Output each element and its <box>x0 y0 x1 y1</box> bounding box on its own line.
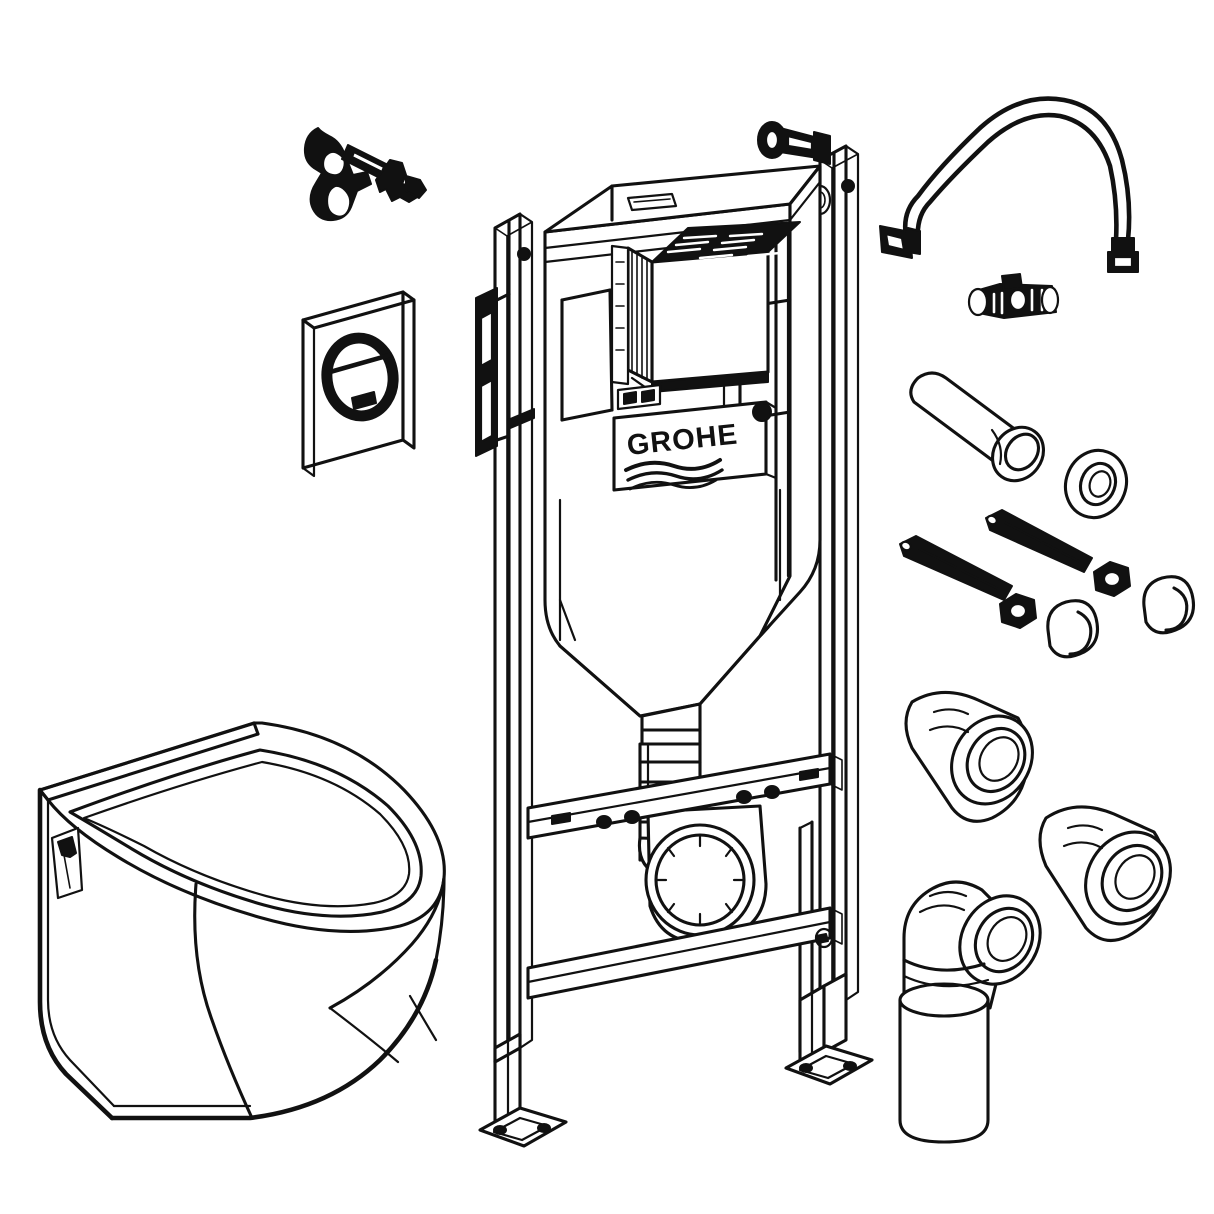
sealing-washer-part <box>1063 448 1129 520</box>
frame-crossmember-upper <box>526 752 843 840</box>
bowl-mounting-hole <box>50 826 84 900</box>
support-sleeve-part <box>909 371 1046 483</box>
wall-anchor-part <box>303 127 427 222</box>
hex-nut-right <box>1093 561 1131 597</box>
frame-foot-left <box>478 1032 568 1148</box>
supply-hose-part <box>879 96 1139 273</box>
hex-nut-left <box>999 593 1037 629</box>
install-frame-part: GROHE <box>475 121 874 1148</box>
frame-crossmember-lower <box>526 906 843 1000</box>
flush-plate-part <box>301 290 416 478</box>
pipe-coupling-upper <box>904 690 1034 823</box>
hose-fitting-left <box>879 225 921 259</box>
waste-outlet-socket <box>644 804 768 944</box>
stud-bolt-left <box>899 535 1013 601</box>
toilet-bowl-part <box>37 721 446 1121</box>
angle-valve-part <box>967 273 1060 319</box>
cover-cap-right <box>1142 575 1196 635</box>
frame-foot-right <box>784 972 874 1086</box>
flush-valve-housing-part <box>610 221 801 394</box>
grohe-wave-mark <box>624 458 724 491</box>
grohe-logo-dot <box>752 402 772 422</box>
waste-elbow-90-part <box>898 880 1042 1144</box>
frame-left-rail <box>475 212 535 1064</box>
grohe-logo-plate: GROHE <box>612 400 778 492</box>
cover-cap-left <box>1046 599 1100 659</box>
inlet-valve-part <box>757 121 831 165</box>
stud-bolt-right <box>985 509 1093 573</box>
hose-fitting-right <box>1107 237 1139 273</box>
pipe-coupling-lower <box>1038 805 1172 943</box>
